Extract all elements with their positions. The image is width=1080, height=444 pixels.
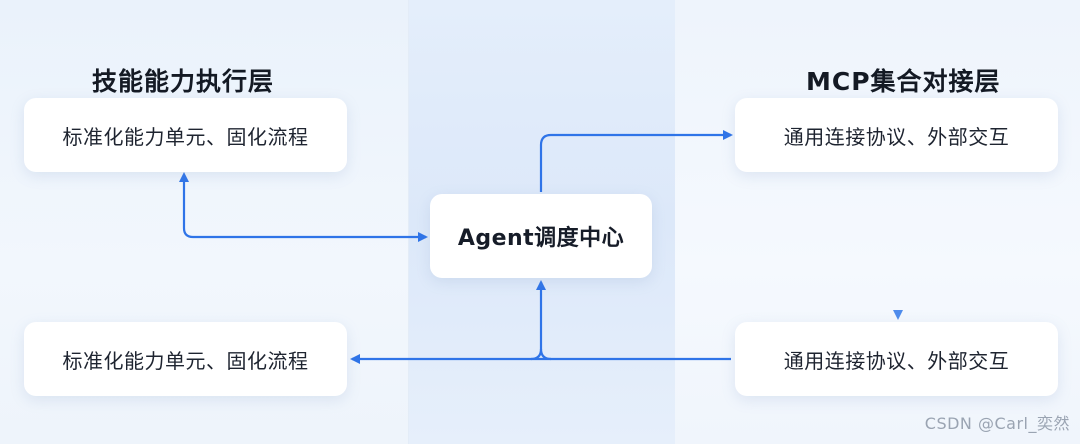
mcp-layer-title: MCP集合对接层 xyxy=(806,67,1001,96)
arrow-agent-mcp xyxy=(539,130,733,192)
arrow-skill-agent xyxy=(179,172,428,242)
agent-center-card: Agent调度中心 xyxy=(430,194,652,278)
csdn-watermark: CSDN @Carl_奕然 xyxy=(924,414,1070,433)
arrow-return-to-agent xyxy=(530,280,546,361)
skill-layer-title: 技能能力执行层 xyxy=(92,67,275,96)
mcp-card-bottom: 通用连接协议、外部交互 xyxy=(735,322,1058,396)
skill-card-bottom: 标准化能力单元、固化流程 xyxy=(24,322,347,396)
mcp-card-top: 通用连接协议、外部交互 xyxy=(735,98,1058,172)
skill-card-top: 标准化能力单元、固化流程 xyxy=(24,98,347,172)
